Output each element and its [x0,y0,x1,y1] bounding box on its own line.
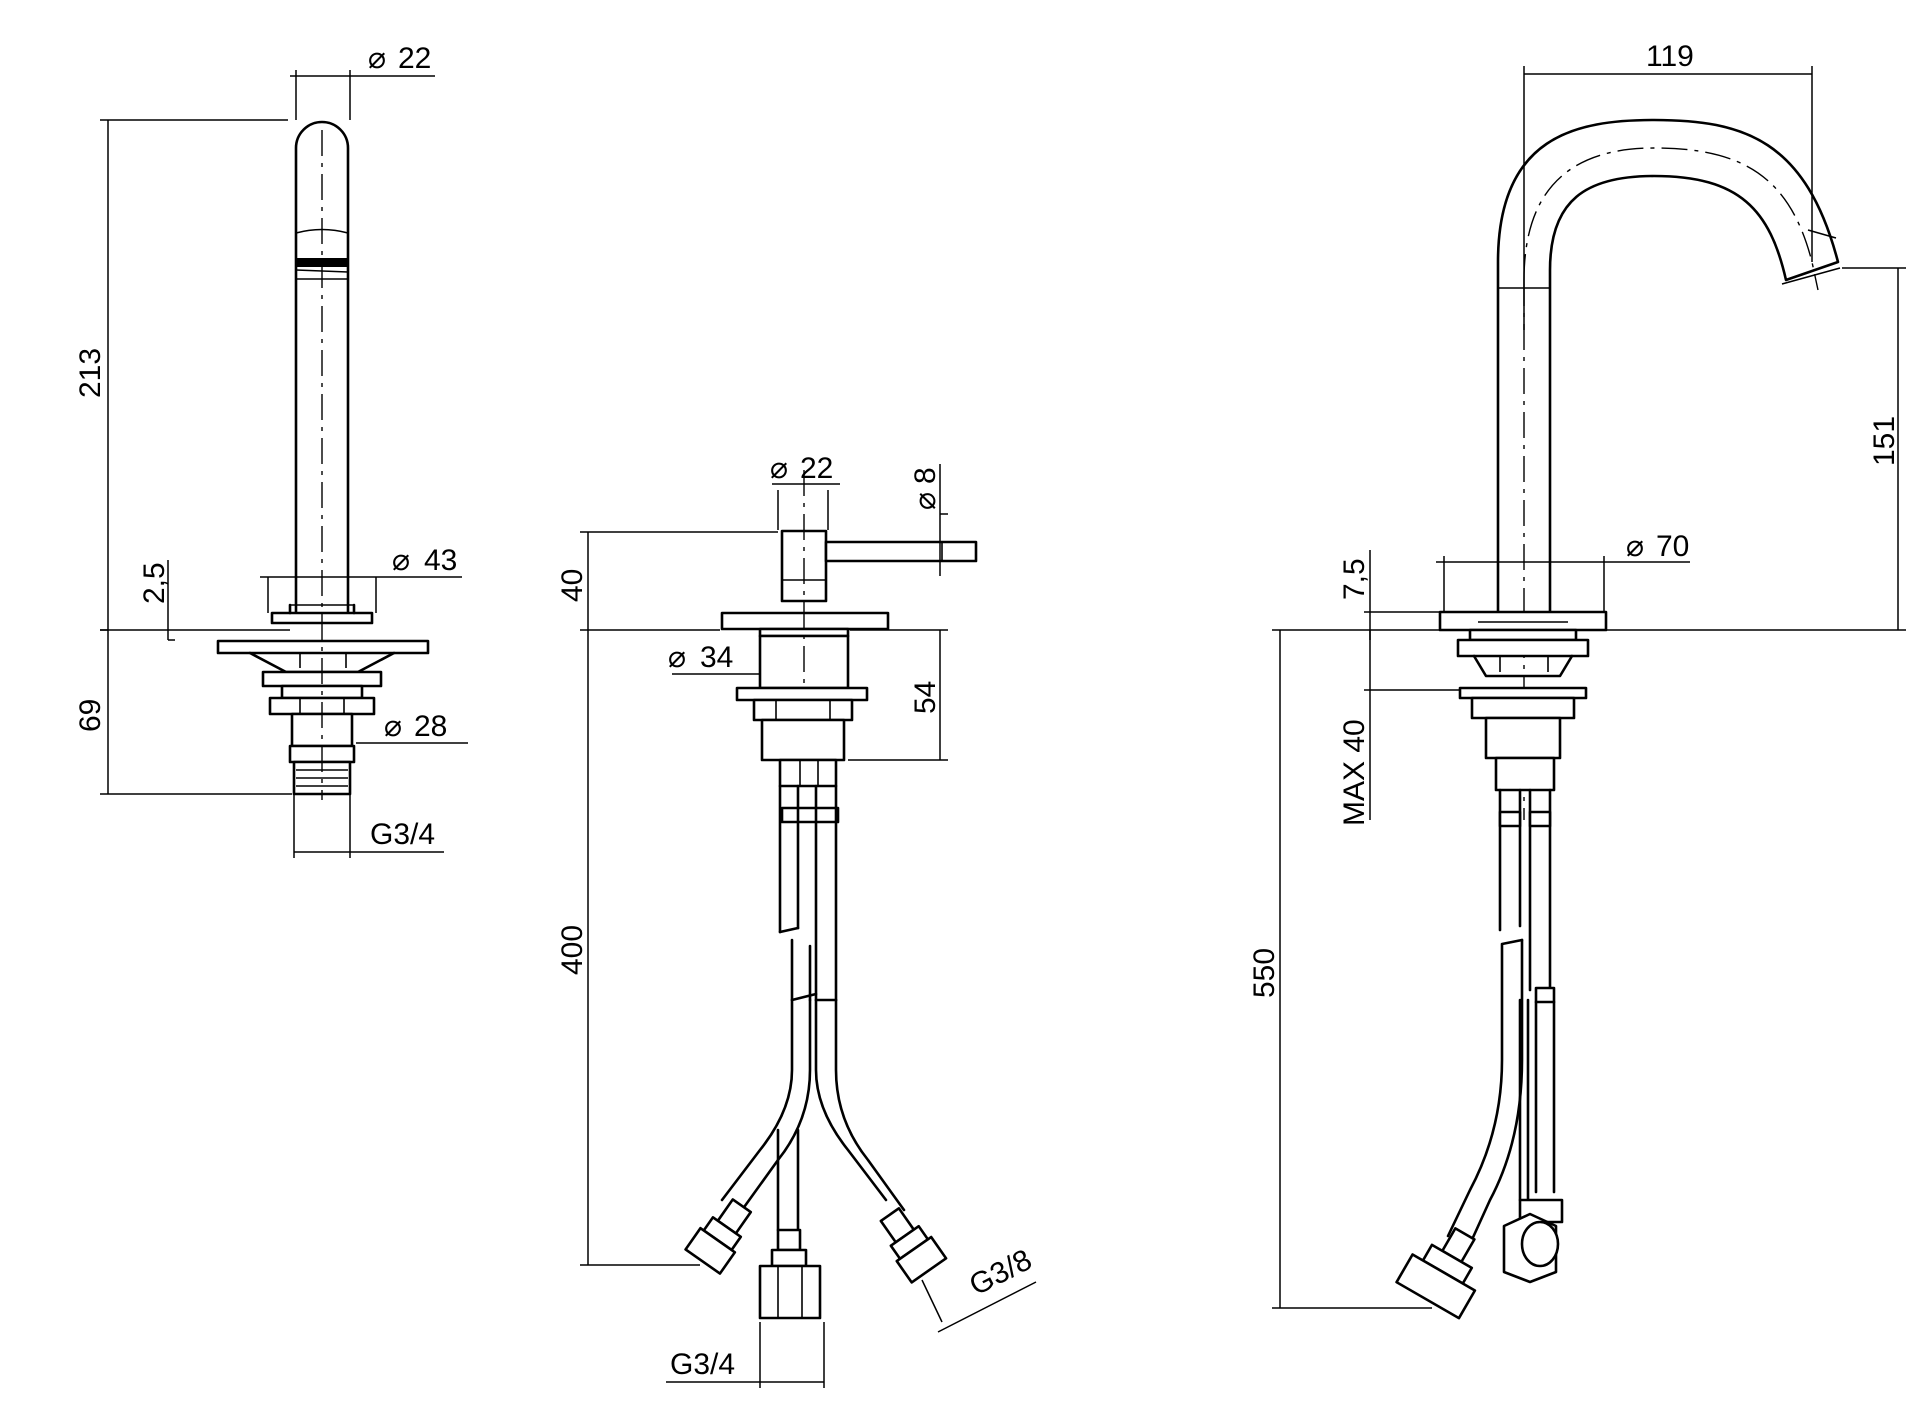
mixer-diameter-base-label: 34 [700,641,733,674]
gooseneck-locknut [1470,696,1576,720]
gooseneck-diameter-base-symbol: ⌀ [1626,530,1644,563]
gooseneck-fitting-right [1502,1198,1564,1284]
spout-below-height-label: 69 [74,699,107,732]
spout-diameter-base-label: 43 [424,544,457,577]
gooseneck-max-deck-label: MAX 40 [1338,719,1371,826]
mixer-hose-connector [778,758,838,788]
gooseneck-hose-length-label: 550 [1248,948,1281,998]
spout-diameter-top-label: 22 [398,42,431,75]
mixer-cap [720,611,890,631]
mixer-hose-left [778,784,800,934]
spout-view: ⌀ 22 213 2,5 ⌀ 43 69 ⌀ 28 G3/4 [74,42,468,858]
mixer-hose-length-label: 400 [556,925,589,975]
gooseneck-tube [1496,118,1840,618]
mixer-thread-hose-label: G3/8 [964,1243,1037,1302]
gooseneck-view: 119 151 ⌀ 70 7,5 MAX 40 550 [1248,40,1906,1320]
mixer-diameter-body-symbol: ⌀ [770,452,788,485]
gooseneck-plate [1438,610,1608,632]
mixer-diameter-base-symbol: ⌀ [668,641,686,674]
mixer-hose-center [776,1128,800,1232]
spout-diameter-shank-symbol: ⌀ [384,710,402,743]
spout-deck-plate [216,639,430,655]
mixer-hose-split-left [720,998,794,1202]
mixer-lever-diameter-symbol: ⌀ [909,492,942,510]
mixer-lever [824,540,978,563]
spout-dimensions [100,70,468,858]
mixer-fitting-right [879,1207,948,1284]
mixer-height-label: 40 [556,569,589,602]
mixer-lever-diameter-label: 8 [909,467,942,484]
mixer-hose-right [814,784,838,1002]
gooseneck-spout-height-label: 151 [1868,416,1901,466]
gooseneck-dimensions [1272,66,1906,1309]
mixer-view: ⌀ 22 ⌀ 8 40 ⌀ 34 54 400 G3/8 G3/4 [556,452,1037,1388]
mixer-main-fitting [758,1264,822,1320]
gooseneck-plate-thickness-label: 7,5 [1338,558,1371,600]
gooseneck-fitting-left [1395,1227,1477,1320]
gooseneck-diameter-base-label: 70 [1656,530,1689,563]
mixer-fitting-left [684,1198,753,1275]
mixer-thread-main-label: G3/4 [670,1348,735,1381]
mixer-locknut [752,698,854,722]
mixer-diameter-body-label: 22 [800,452,833,485]
gooseneck-clamp [1456,638,1590,658]
spout-height-label: 213 [74,348,107,398]
mixer-hose-split-right [814,998,888,1202]
mixer-shank-length-label: 54 [909,681,942,714]
spout-plate-thickness-label: 2,5 [138,562,171,604]
spout-thread-label: G3/4 [370,818,435,851]
gooseneck-reach-label: 119 [1646,40,1694,73]
spout-diameter-shank-label: 28 [414,710,447,743]
spout-diameter-base-symbol: ⌀ [392,544,410,577]
spout-diameter-top-symbol: ⌀ [368,42,386,75]
mixer-dimensions [580,464,1037,1388]
